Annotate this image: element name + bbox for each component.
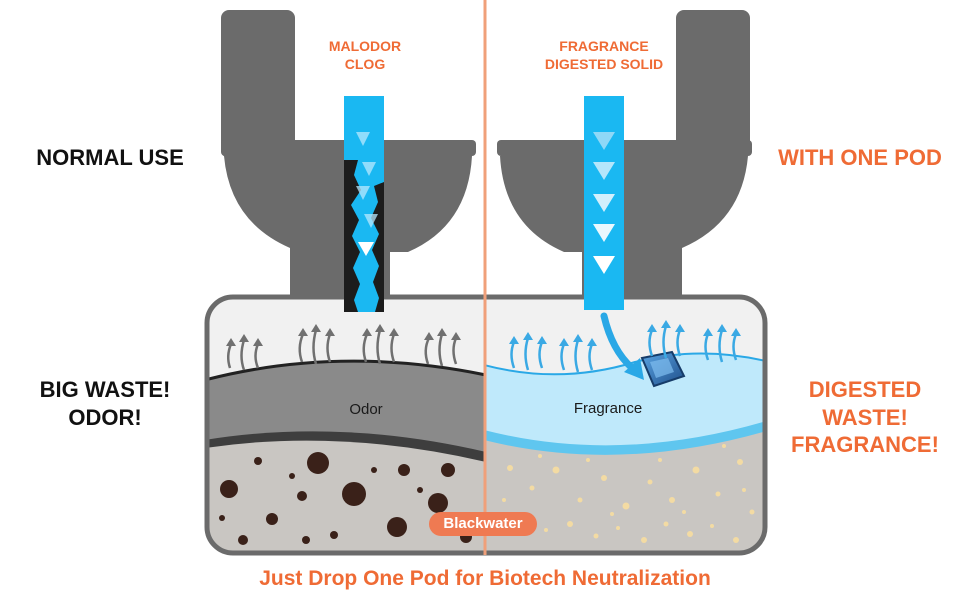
normal-use-label: NORMAL USE <box>36 145 184 170</box>
odor-exclaim-text: ODOR! <box>68 404 142 430</box>
pod-drop-arrow <box>600 312 636 372</box>
big-waste-text: BIG WASTE! <box>39 377 171 402</box>
digested-waste-text: DIGESTED WASTE! <box>808 377 922 430</box>
with-one-pod-label: WITH ONE POD <box>778 145 942 170</box>
bottom-caption: Just Drop One Pod for Biotech Neutraliza… <box>259 567 711 590</box>
malodor-text: MALODOR <box>328 38 402 54</box>
clogged-pipe <box>344 96 384 312</box>
clear-pipe <box>584 96 624 310</box>
fragrance-arrow-icon <box>510 325 738 373</box>
digested-solid-text: DIGESTED SOLID <box>544 55 664 72</box>
pod-icon <box>640 350 686 388</box>
clog-text: CLOG <box>344 55 386 72</box>
fragrance-text: FRAGRANCE <box>559 38 649 54</box>
digested-particles <box>502 444 755 543</box>
malodor-clog-label: MALODOR CLOG <box>310 38 420 73</box>
flow-triangle-icon <box>593 132 615 274</box>
waste-particles <box>219 452 472 545</box>
big-waste-odor-label: BIG WASTE! ODOR! <box>10 376 200 431</box>
fragrance-digested-label: FRAGRANCE DIGESTED SOLID <box>534 38 674 73</box>
fragrance-exclaim-text: FRAGRANCE! <box>791 432 939 457</box>
blackwater-badge: Blackwater <box>429 512 537 536</box>
fragrance-label: Fragrance <box>574 400 642 417</box>
odor-arrow-icon <box>227 329 458 371</box>
odor-label: Odor <box>349 401 382 418</box>
digested-waste-fragrance-label: DIGESTED WASTE! FRAGRANCE! <box>764 376 966 459</box>
